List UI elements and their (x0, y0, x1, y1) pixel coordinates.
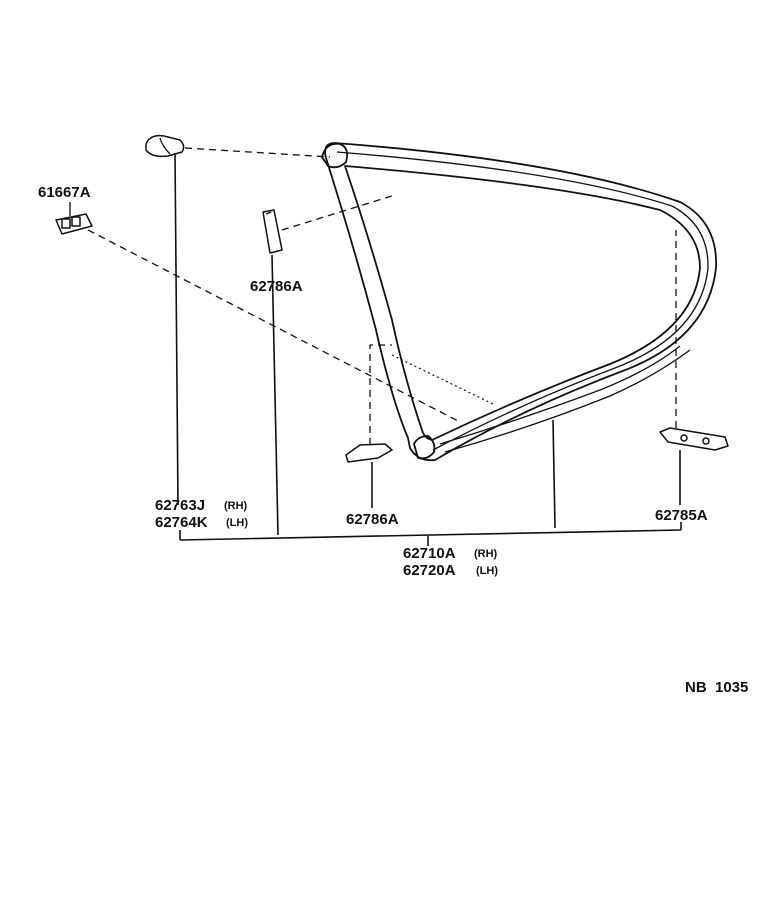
label-62763j-side: (RH) (224, 500, 248, 512)
label-62710a-side: (RH) (474, 548, 498, 560)
clip-61667a-icon (55, 202, 93, 235)
label-62764k: 62764K (155, 514, 208, 531)
label-61667a: 61667A (38, 184, 91, 201)
diagram-code: NB 1035 (685, 679, 748, 696)
label-62764k-side: (LH) (226, 517, 248, 529)
weatherstrip-62710a (321, 142, 717, 462)
label-62785a: 62785A (655, 507, 708, 524)
cover-62763j-icon (145, 134, 185, 158)
retainer-62786a-lower-icon (345, 443, 393, 463)
label-62786a-upper: 62786A (250, 278, 303, 295)
label-62763j: 62763J (155, 497, 205, 514)
leader-lines (174, 152, 682, 546)
label-62786a-lower: 62786A (346, 511, 399, 528)
retainer-62785a-icon (659, 427, 729, 451)
retainer-62786a-upper-icon (262, 209, 283, 254)
label-62720a-side: (LH) (476, 565, 498, 577)
label-62720a: 62720A (403, 562, 456, 579)
label-62710a: 62710A (403, 545, 456, 562)
